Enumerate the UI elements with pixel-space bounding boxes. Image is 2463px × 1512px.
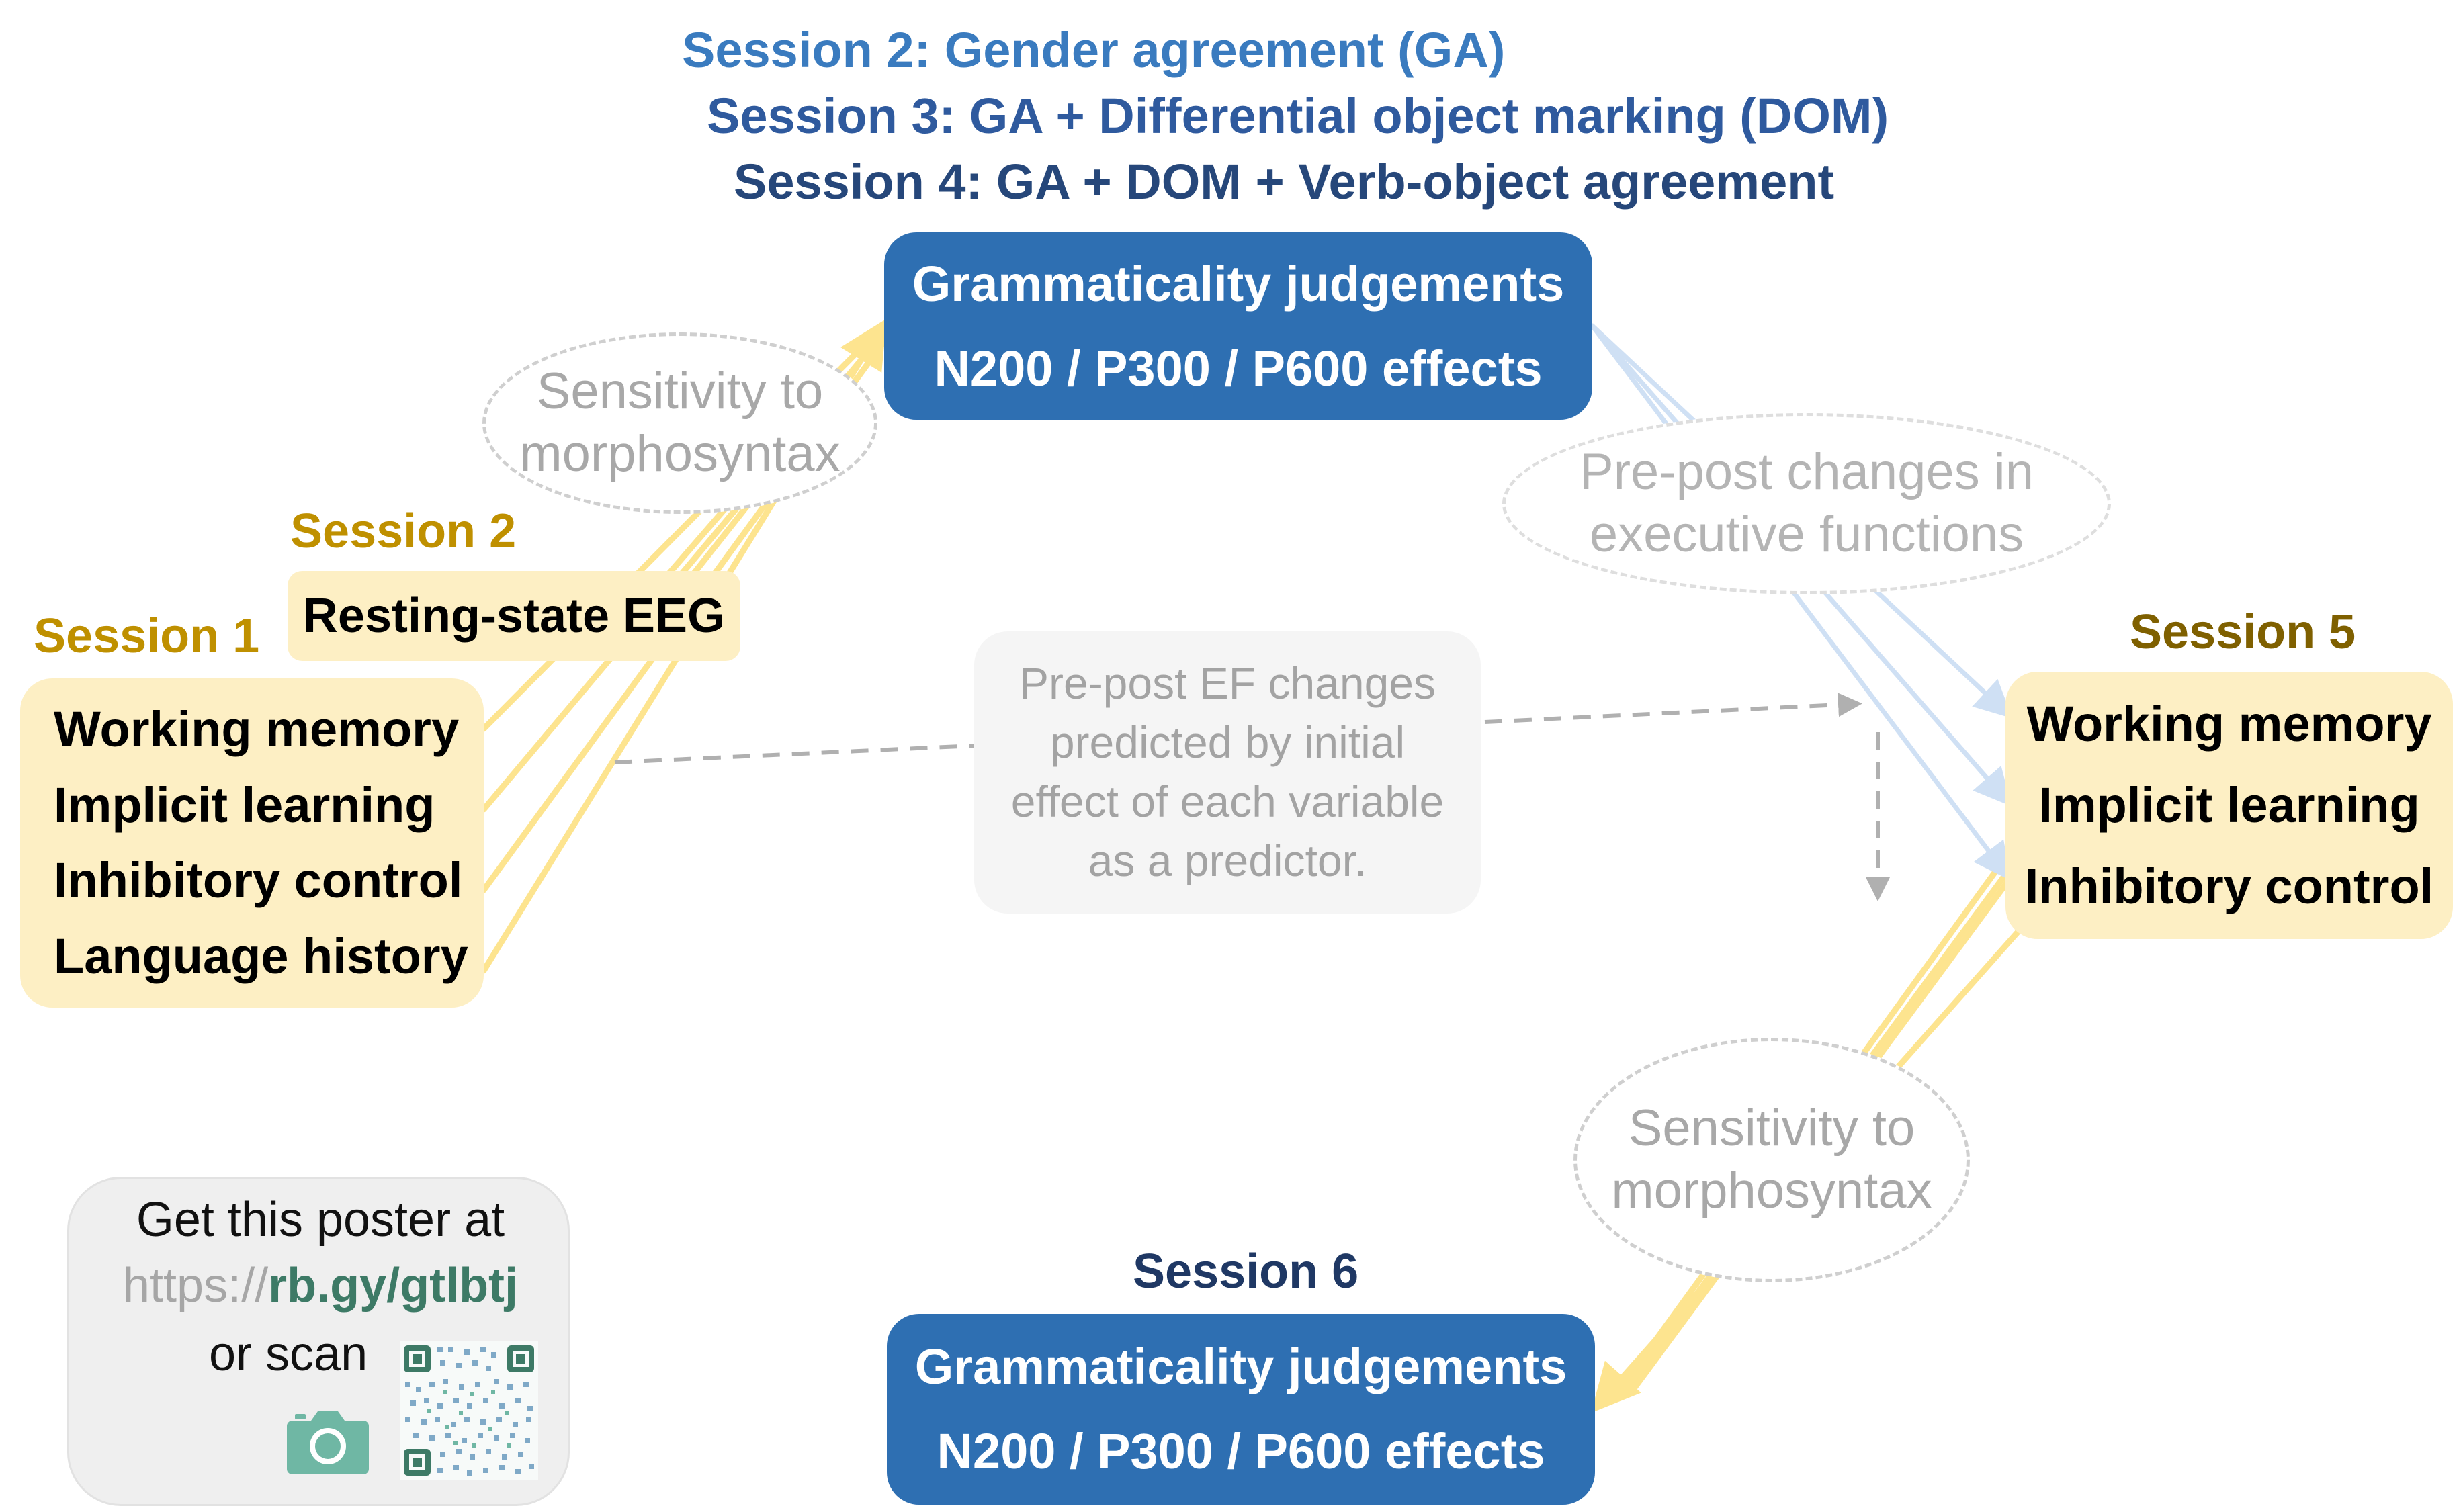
- session5-item-inhibitory-control: Inhibitory control: [2024, 858, 2434, 914]
- top-box-line1: Grammaticality judgements: [912, 255, 1565, 312]
- ellipse-right-bottom-line1: Sensitivity to: [1628, 1100, 1915, 1157]
- poster-line3: or scan: [209, 1327, 368, 1381]
- session2-title: Session 2: Gender agreement (GA): [682, 22, 1506, 78]
- qr-code-icon: [400, 1341, 538, 1480]
- poster-url-main[interactable]: rb.gy/gtlbtj: [268, 1259, 519, 1313]
- session5-item-working-memory: Working memory: [2026, 696, 2432, 752]
- poster-url[interactable]: https://rb.gy/gtlbtj: [69, 1258, 572, 1313]
- top-box-line2: N200 / P300 / P600 effects: [934, 340, 1543, 396]
- note-line2: predicted by initial: [1049, 717, 1406, 768]
- ellipse-right-bottom-line2: morphosyntax: [1611, 1162, 1932, 1219]
- session1-item-inhibitory-control: Inhibitory control: [54, 852, 463, 909]
- session4-title: Session 4: GA + DOM + Verb-object agreem…: [734, 154, 1835, 210]
- ef-prediction-note: Pre-post EF changes predicted by initial…: [974, 631, 1481, 914]
- camera-icon: [287, 1411, 369, 1474]
- poster-line1: Get this poster at: [136, 1193, 505, 1247]
- bottom-box-line2: N200 / P300 / P600 effects: [937, 1423, 1545, 1479]
- session1-box: Working memory Implicit learning Inhibit…: [20, 678, 484, 1008]
- top-grammaticality-box: Grammaticality judgements N200 / P300 / …: [884, 232, 1592, 420]
- ellipse-right-top-line2: executive functions: [1589, 506, 2024, 563]
- ellipse-right-top-line1: Pre-post changes in: [1580, 443, 2034, 501]
- get-poster-panel: Get this poster at https://rb.gy/gtlbtj …: [67, 1177, 570, 1506]
- session1-label: Session 1: [34, 609, 260, 663]
- session5-label: Session 5: [2130, 605, 2356, 659]
- session1-item-language-history: Language history: [54, 928, 468, 984]
- session2-label: Session 2: [290, 504, 517, 558]
- note-line1: Pre-post EF changes: [1019, 658, 1436, 709]
- session1-item-implicit-learning: Implicit learning: [54, 776, 435, 833]
- pre-post-ef-ellipse: Pre-post changes in executive functions: [1502, 413, 2111, 594]
- ellipse-left-line2: morphosyntax: [519, 425, 840, 482]
- ellipse-left-line1: Sensitivity to: [536, 363, 824, 420]
- bottom-grammaticality-box: Grammaticality judgements N200 / P300 / …: [887, 1314, 1595, 1505]
- sensitivity-morphosyntax-ellipse-left: Sensitivity to morphosyntax: [482, 332, 877, 514]
- resting-state-label: Resting-state EEG: [302, 589, 726, 643]
- session3-title: Session 3: GA + Differential object mark…: [707, 88, 1889, 144]
- session1-item-working-memory: Working memory: [54, 701, 460, 758]
- poster-url-prefix: https://: [122, 1259, 269, 1313]
- resting-state-box: Resting-state EEG: [288, 571, 740, 661]
- session6-label: Session 6: [1133, 1245, 1359, 1298]
- note-line3: effect of each variable: [1010, 776, 1444, 826]
- sensitivity-morphosyntax-ellipse-right: Sensitivity to morphosyntax: [1573, 1038, 1970, 1282]
- session5-item-implicit-learning: Implicit learning: [2038, 776, 2420, 833]
- note-line4: as a predictor.: [1088, 835, 1367, 885]
- bottom-box-line1: Grammaticality judgements: [914, 1339, 1567, 1394]
- session5-box: Working memory Implicit learning Inhibit…: [2005, 672, 2453, 939]
